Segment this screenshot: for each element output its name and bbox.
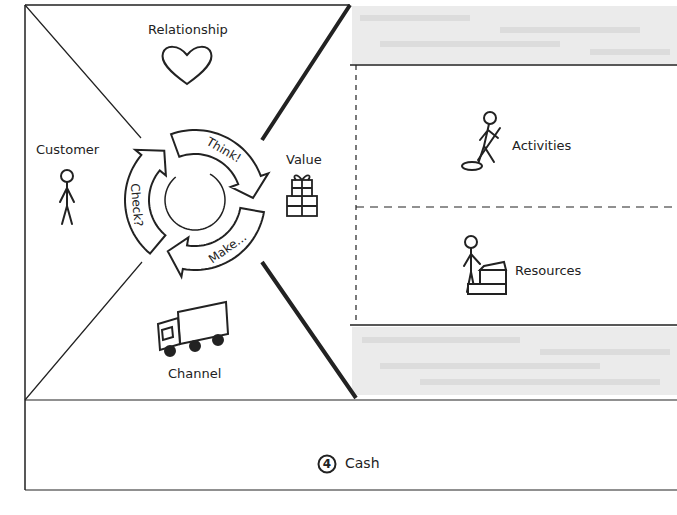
callout-circle: 4 [317,454,337,474]
region-title: Activities [512,138,571,154]
truck-icon [158,302,228,356]
value-block: Value [286,152,322,168]
customer-block: Customer [36,142,99,158]
heart-icon [162,47,211,84]
cycle-arrow [171,130,268,198]
relationship-block: Relationship [148,22,228,38]
inner-curl [165,174,225,230]
cycle-word: Make... [206,230,249,266]
channel-block: Channel [168,366,221,382]
cash-band: Cash 4 [25,400,677,490]
cycle-word: Think! [204,135,244,166]
canvas-frame [25,5,677,490]
digging-figure [462,112,500,170]
region-title: Relationship [148,22,228,38]
region-title: Resources [515,263,581,279]
cycle-arrow [125,150,166,254]
region-title: Channel [168,366,221,382]
cycle-arrow [168,208,264,277]
region-title: Customer [36,142,99,158]
region-title: Cash [345,455,380,471]
gift-icon [287,175,317,216]
customer-figure [60,170,74,224]
cycle-word: Check? [128,183,146,227]
resources-block: Resources [515,263,581,279]
region-title: Value [286,152,322,168]
cycle-arrows [125,130,268,277]
resources-figure [464,236,506,294]
activities-block: Activities [512,138,571,154]
callout-number: 4 [317,454,337,474]
